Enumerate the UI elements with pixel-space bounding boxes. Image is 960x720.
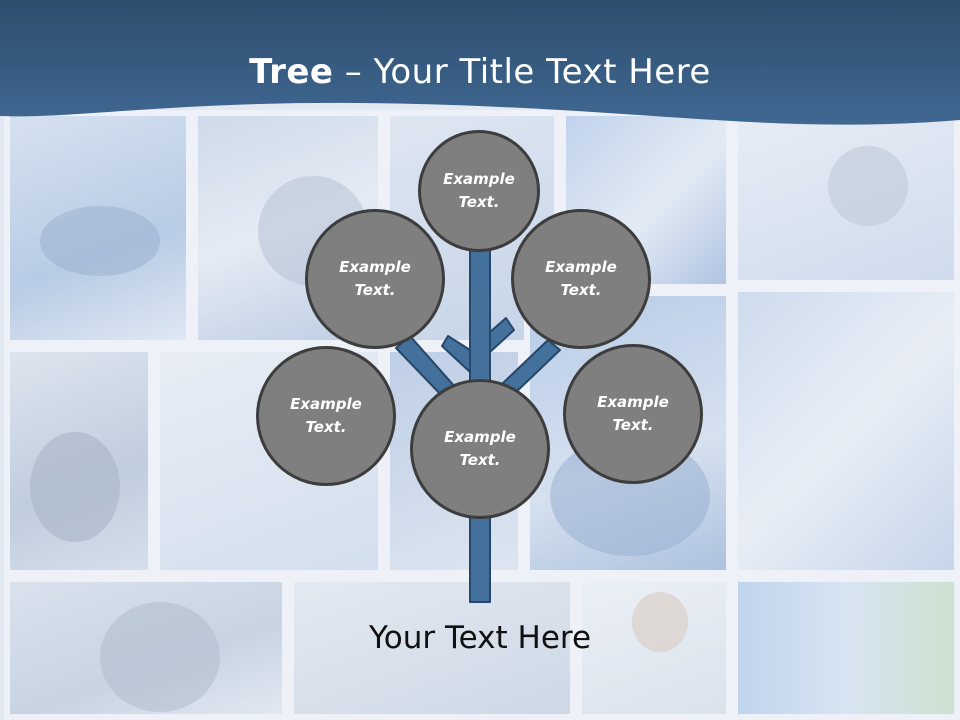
photo-tile <box>4 576 288 720</box>
node-upper-left-text: Example Text. <box>339 258 411 299</box>
photo-tile <box>4 346 154 576</box>
node-right: Example Text. <box>563 344 703 484</box>
node-upper-right-text: Example Text. <box>545 258 617 299</box>
node-left: Example Text. <box>256 346 396 486</box>
branch-upper-left <box>441 335 471 373</box>
node-top-text: Example Text. <box>443 170 515 211</box>
branch-upper-right <box>489 317 515 353</box>
node-center-text: Example Text. <box>444 428 516 469</box>
node-right-text: Example Text. <box>597 393 669 434</box>
photo-tile <box>732 286 960 576</box>
photo-tile <box>576 576 732 720</box>
node-center: Example Text. <box>410 379 550 519</box>
header-band <box>0 0 960 125</box>
node-left-text: Example Text. <box>290 395 362 436</box>
bottom-text: Your Text Here <box>368 620 592 656</box>
photo-tile <box>4 110 192 346</box>
title-bold: Tree <box>249 52 334 92</box>
node-top: Example Text. <box>418 130 540 252</box>
title-rest: – Your Title Text Here <box>333 52 711 92</box>
photo-tile <box>288 576 576 720</box>
slide-title: Tree – Your Title Text Here <box>0 52 960 92</box>
photo-tile <box>732 576 960 720</box>
node-upper-right: Example Text. <box>511 209 651 349</box>
node-upper-left: Example Text. <box>305 209 445 349</box>
